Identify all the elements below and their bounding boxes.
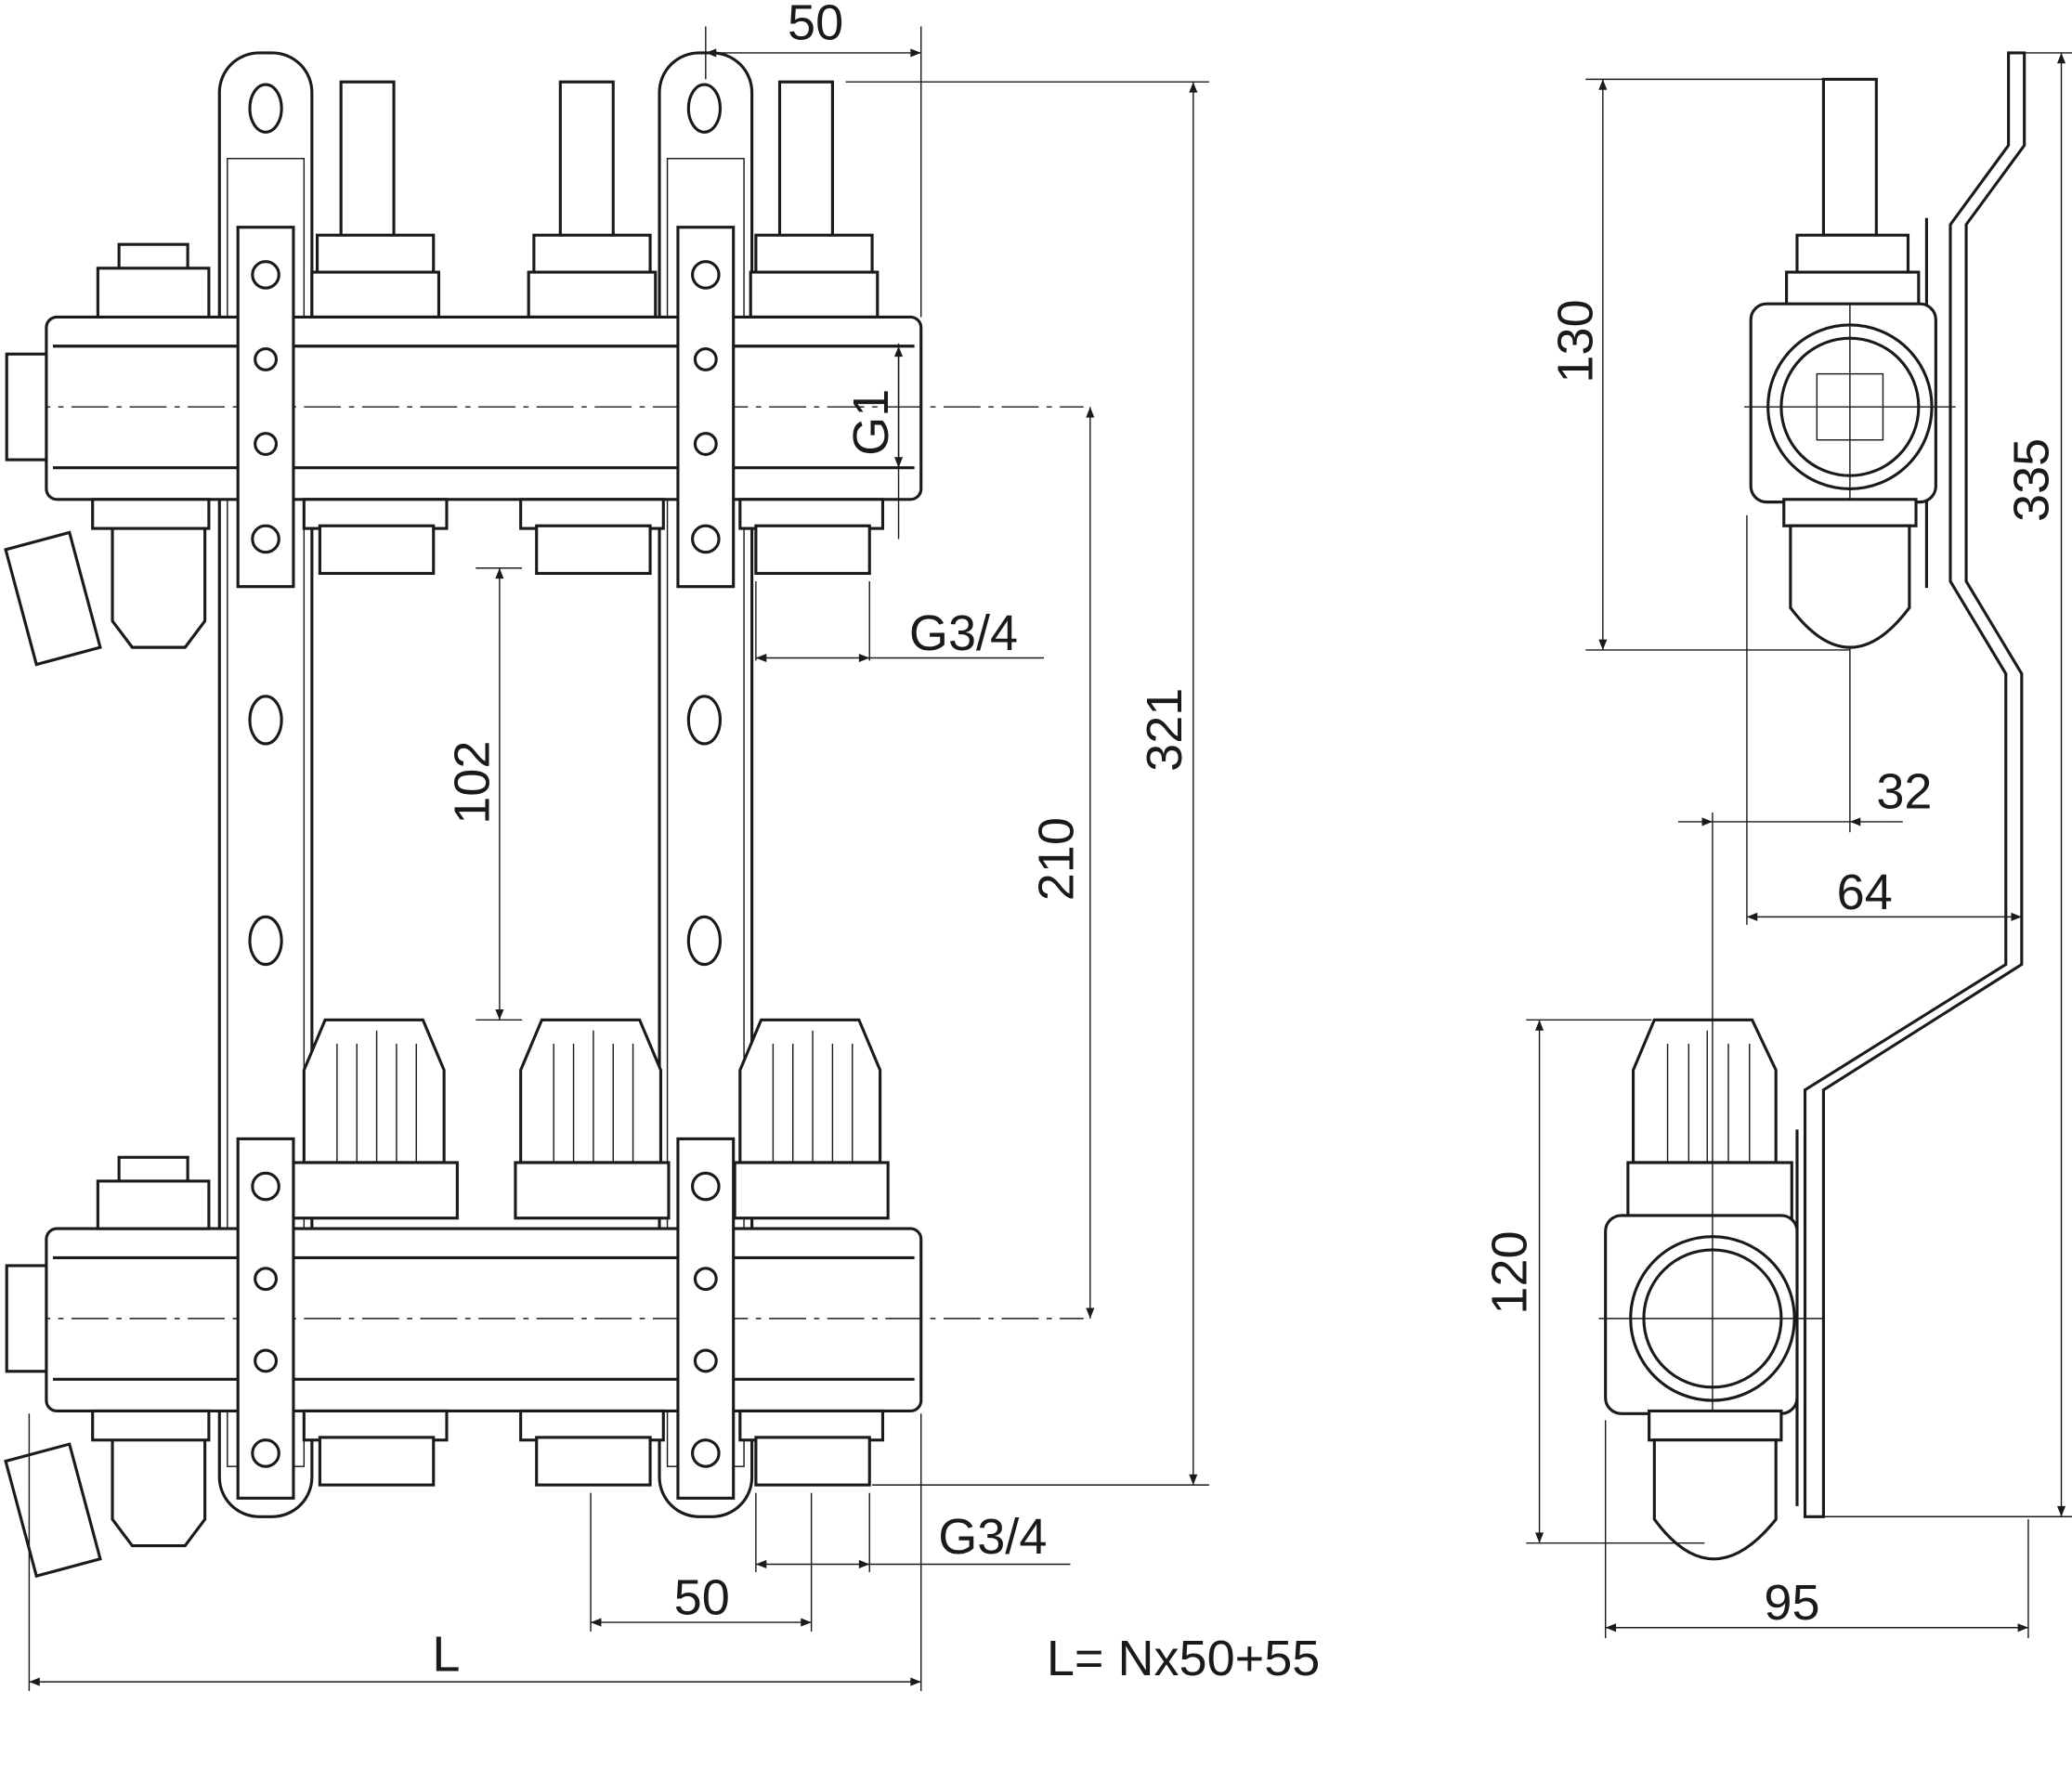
dim-outlet-thread-top: G3/4 (909, 605, 1018, 661)
return-manifold (4, 1137, 1084, 1579)
dim-bracket-hole: 102 (445, 741, 501, 825)
dim-side-depth: 95 (1764, 1575, 1819, 1631)
dim-side-total-height: 335 (2003, 438, 2059, 522)
dim-outlet-thread-bottom: G3/4 (938, 1509, 1047, 1565)
front-view: 50 G1 G3/4 102 210 321 G3/4 50 L L= Nx50… (4, 0, 1320, 1692)
dim-offset-64: 64 (1837, 865, 1893, 920)
side-top-unit (1744, 77, 1956, 833)
supply-manifold (4, 226, 1084, 667)
side-bottom-unit (1598, 812, 1824, 1561)
length-formula: L= Nx50+55 (1047, 1631, 1320, 1686)
outlet-connectors-bottom (302, 1409, 885, 1487)
flow-meters (310, 80, 880, 319)
outlet-connectors-top (302, 498, 885, 576)
dim-side-bottom-height: 120 (1481, 1230, 1537, 1314)
dim-top-spacing: 50 (788, 0, 843, 51)
side-dimensions (1526, 52, 2072, 1639)
dim-axis-distance: 210 (1028, 817, 1084, 901)
dim-side-top-height: 130 (1547, 299, 1603, 383)
dim-length: L (432, 1627, 460, 1683)
dim-inlet-thread: G1 (843, 389, 899, 456)
side-view: 130 335 32 64 120 95 (1481, 51, 2072, 1639)
dim-bottom-spacing: 50 (674, 1570, 730, 1626)
dim-total-height: 321 (1137, 688, 1192, 772)
dim-offset-32: 32 (1876, 764, 1932, 820)
valve-knobs (292, 1018, 890, 1220)
front-dimensions (28, 26, 1209, 1692)
